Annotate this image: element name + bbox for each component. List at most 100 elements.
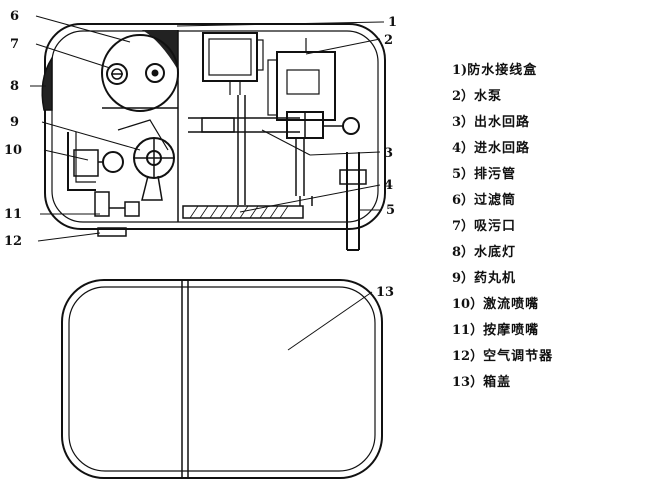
legend-number: 12）: [452, 349, 484, 364]
suction-inlet-outer: [106, 63, 128, 85]
leader-13: [287, 291, 373, 351]
inlet-channel-hatch: [189, 205, 289, 219]
callout-5: 5: [386, 203, 395, 218]
callout-13: 13: [376, 285, 394, 300]
junction-box-inner: [208, 38, 252, 76]
legend-item: 9）药丸机: [452, 264, 553, 290]
legend-number: 10）: [452, 297, 484, 312]
massage-nozzle: [94, 191, 140, 217]
legend-item: 12）空气调节器: [452, 342, 553, 368]
legend-label: 进水回路: [474, 141, 531, 156]
filter-knob-outer: [145, 63, 165, 83]
legend-item: 4）进水回路: [452, 134, 553, 160]
parts-legend: 1)防水接线盒 2）水泵 3）出水回路 4）进水回路 5）排污管 6）过滤筒 7…: [452, 56, 553, 394]
junction-box-outer: [202, 32, 258, 82]
callout-9: 9: [10, 115, 19, 130]
leader-6: [35, 15, 131, 43]
legend-label: 空气调节器: [483, 349, 554, 364]
leader-3b: [309, 151, 381, 156]
legend-number: 13）: [452, 375, 484, 390]
leader-3: [261, 129, 311, 156]
jet-nozzle-ring: [102, 151, 124, 173]
legend-item: 13）箱盖: [452, 368, 553, 394]
callout-11: 11: [4, 207, 22, 222]
callout-8: 8: [10, 79, 19, 94]
chlorinator-assembly: [67, 119, 175, 201]
legend-item: 2）水泵: [452, 82, 553, 108]
legend-item: 3）出水回路: [452, 108, 553, 134]
leader-4: [239, 184, 381, 213]
housing-inner-shell: [51, 30, 379, 223]
legend-label: 药丸机: [474, 271, 517, 286]
legend-number: 11）: [452, 323, 484, 338]
legend-label: 激流喷嘴: [483, 297, 540, 312]
leader-1: [176, 21, 385, 27]
air-regulator-valve: [124, 201, 140, 217]
callout-10: 10: [4, 143, 22, 158]
lid-outer-edge: [61, 279, 383, 479]
callout-1: 1: [388, 15, 397, 30]
outlet-pipe: [188, 111, 360, 139]
legend-label: 按摩喷嘴: [483, 323, 540, 338]
leader-9: [41, 121, 141, 151]
legend-number: 3）: [452, 115, 475, 130]
pump: [267, 38, 336, 121]
callout-7: 7: [10, 37, 19, 52]
callouts: 1 2 3 4 5 6 7 8 9 10 11 12 13: [4, 9, 397, 300]
jet-pipe: [117, 119, 169, 151]
legend-number: 8）: [452, 245, 475, 260]
legend-number: 6）: [452, 193, 475, 208]
air-regulator: [97, 227, 127, 237]
leader-10: [43, 149, 89, 161]
legend-item: 5）排污管: [452, 160, 553, 186]
leader-12: [37, 232, 101, 242]
housing-outer-shell: [44, 23, 386, 230]
jet-nozzle-body: [73, 149, 99, 177]
pump-housing: [276, 51, 336, 121]
drain-pipe: [339, 152, 367, 251]
callout-12: 12: [4, 234, 22, 249]
drain-valve: [339, 169, 367, 185]
junction-box-terminal: [256, 39, 264, 71]
outlet-pipe-end: [342, 117, 360, 135]
outlet-pipe-coupling: [201, 117, 235, 133]
legend-label: 箱盖: [483, 375, 512, 390]
chlorinator-chute: [141, 175, 163, 201]
pump-window: [286, 69, 320, 95]
legend-number: 4）: [452, 141, 475, 156]
legend-label: 出水回路: [474, 115, 531, 130]
callout-3: 3: [384, 146, 393, 161]
legend-number: 2）: [452, 89, 475, 104]
outlet-return-pipe: [237, 95, 305, 205]
legend-number: 9）: [452, 271, 475, 286]
leader-7: [35, 43, 111, 69]
legend-label: 防水接线盒: [467, 63, 538, 78]
callout-6: 6: [10, 9, 19, 24]
legend-number: 1): [452, 63, 468, 78]
legend-label: 水泵: [474, 89, 503, 104]
leader-lines: [30, 15, 385, 351]
filter-drum: [101, 34, 179, 112]
housing-side-view: [44, 23, 386, 230]
legend-number: 7）: [452, 219, 475, 234]
filter-hatch: [142, 30, 178, 70]
pump-bracket: [267, 59, 278, 116]
jet-pipe: [75, 132, 96, 183]
legend-item: 8）水底灯: [452, 238, 553, 264]
legend-label: 吸污口: [474, 219, 517, 234]
legend-label: 排污管: [474, 167, 517, 182]
inlet-channel-duct: [182, 205, 304, 219]
jet-pipe: [67, 132, 96, 191]
callout-2: 2: [384, 33, 393, 48]
underwater-light: [41, 55, 53, 111]
callout-4: 4: [384, 178, 393, 193]
legend-item: 7）吸污口: [452, 212, 553, 238]
leader-2: [305, 38, 381, 55]
legend-item: 10）激流喷嘴: [452, 290, 553, 316]
lid-inner-edge: [68, 286, 376, 472]
legend-label: 水底灯: [474, 245, 517, 260]
legend-label: 过滤筒: [474, 193, 517, 208]
legend-item: 11）按摩喷嘴: [452, 316, 553, 342]
